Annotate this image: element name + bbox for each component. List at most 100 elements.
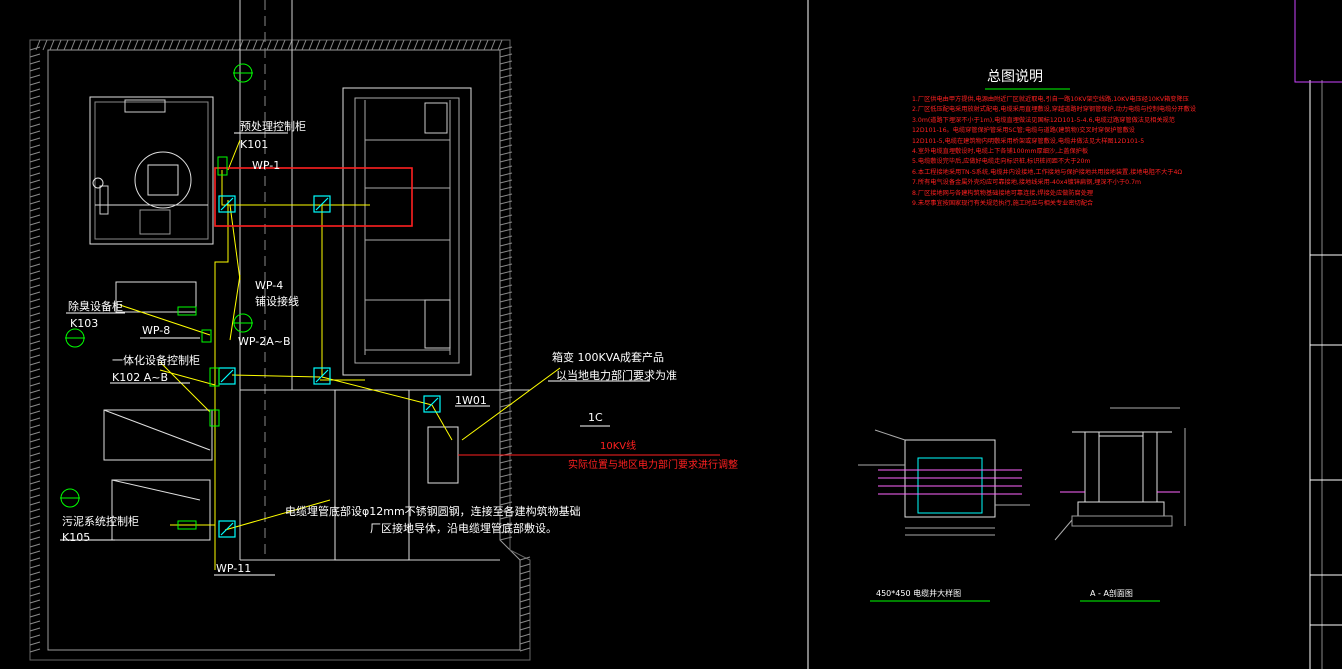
hatch-tick xyxy=(70,39,76,51)
hatch-tick xyxy=(434,39,440,51)
hatch-tick xyxy=(499,200,513,205)
note-line: 7.所有电气设备金属外壳均应可靠接地,接地线采用-40x4镀锌扁钢,埋深不小于0… xyxy=(912,179,1142,187)
hatch-tick xyxy=(392,39,398,51)
hatch-tick xyxy=(499,445,513,450)
note-line: 12D101-5,电缆在建筑物内明敷采用桥架或穿管敷设,电缆井做法见大样图12D… xyxy=(912,137,1145,145)
highlight xyxy=(214,167,720,456)
hatch-tick xyxy=(406,39,412,51)
wp2-label: WP-2A~B xyxy=(238,335,291,348)
hatch-tick xyxy=(499,228,513,233)
hatch-tick xyxy=(499,410,513,415)
hatch-tick xyxy=(29,144,41,149)
hatch-tick xyxy=(499,270,513,275)
hatch-tick xyxy=(29,592,41,597)
note-line: 1.厂区供电由甲方提供,电源由附近厂区就近取电,引自一路10KV架空线路,10K… xyxy=(912,96,1189,103)
hatch-tick xyxy=(49,39,55,51)
hatch-tick xyxy=(499,438,513,443)
hatch-tick xyxy=(29,277,41,282)
hatch-tick xyxy=(499,144,513,149)
hatch-tick xyxy=(490,39,496,51)
hatch-tick xyxy=(499,67,513,72)
hatch-tick xyxy=(29,613,41,618)
hatch-tick xyxy=(364,39,370,51)
hatch-tick xyxy=(29,284,41,289)
iw01-label: 1W01 xyxy=(455,394,487,407)
hatch-tick xyxy=(499,214,513,219)
hatch-tick xyxy=(427,39,433,51)
hatch-tick xyxy=(140,39,146,51)
hatch-tick xyxy=(29,46,41,51)
hatch-tick xyxy=(499,396,513,401)
hatch-tick xyxy=(519,556,531,561)
hatch-tick xyxy=(499,137,513,142)
hatch-tick xyxy=(519,640,531,645)
hatch-tick xyxy=(499,102,513,107)
ground-note-1: 电缆埋管底部设φ12mm不锈钢圆钢，连接至各建构筑物基础 xyxy=(285,505,581,518)
hatch-tick xyxy=(29,550,41,555)
hatch-tick xyxy=(29,305,41,310)
hatch-tick xyxy=(29,487,41,492)
line-10kv-note-label: 实际位置与地区电力部门要求进行调整 xyxy=(568,460,738,471)
hatch-tick xyxy=(29,249,41,254)
hatch-tick xyxy=(182,39,188,51)
hatch-tick xyxy=(29,123,41,128)
hatch-tick xyxy=(29,599,41,604)
hatch-tick xyxy=(499,123,513,128)
hatch-tick xyxy=(287,39,293,51)
hatch-tick xyxy=(29,543,41,548)
hatch-tick xyxy=(175,39,181,51)
hatch-tick xyxy=(29,508,41,513)
hatch-tick xyxy=(29,522,41,527)
hatch-tick xyxy=(519,563,531,568)
hatch-tick xyxy=(483,39,489,51)
detail1-caption: 450*450 电缆井大样图 xyxy=(876,589,962,598)
hatch-tick xyxy=(29,74,41,79)
hatch-tick xyxy=(499,529,513,534)
hatch-tick xyxy=(29,165,41,170)
hatch-tick xyxy=(29,270,41,275)
hatch-tick xyxy=(497,39,503,51)
hatch-tick xyxy=(499,473,513,478)
hatch-tick xyxy=(448,39,454,51)
k102-label: K102 A~B xyxy=(112,371,168,384)
hatch-tick xyxy=(29,326,41,331)
hatch-tick xyxy=(29,340,41,345)
hatch-tick xyxy=(29,494,41,499)
section-aa-detail xyxy=(1054,407,1186,602)
hatch-tick xyxy=(499,193,513,198)
hatch-tick xyxy=(499,459,513,464)
label-leaders xyxy=(60,132,650,576)
note-line: 3.0m(道路下埋深不小于1m),电缆直埋做法见国标12D101-5-4.6,电… xyxy=(912,116,1175,124)
hatch-tick xyxy=(499,326,513,331)
hatch-tick xyxy=(29,641,41,646)
hatch-tick xyxy=(499,291,513,296)
hatch-tick xyxy=(499,312,513,317)
hatch-tick xyxy=(29,137,41,142)
pretreatment-building xyxy=(89,96,214,245)
hatch-tick xyxy=(29,193,41,198)
hatch-tick xyxy=(499,284,513,289)
hatch-tick xyxy=(133,39,139,51)
hatch-tick xyxy=(499,46,513,51)
hatch-tick xyxy=(29,200,41,205)
hatch-tick xyxy=(322,39,328,51)
hatch-tick xyxy=(519,647,531,652)
general-notes-title: 总图说明 xyxy=(987,69,1043,85)
hatch-tick xyxy=(29,312,41,317)
hatch-tick xyxy=(29,501,41,506)
hatch-tick xyxy=(98,39,104,51)
hatch-tick xyxy=(77,39,83,51)
hatch-tick xyxy=(499,130,513,135)
cable-well-detail xyxy=(858,429,1030,602)
hatch-tick xyxy=(499,60,513,65)
hatch-tick xyxy=(29,102,41,107)
note-line: 2.厂区低压配电采用放射式配电,电缆采用直埋敷设,穿越道路时穿钢管保护,动力电缆… xyxy=(912,106,1197,114)
hatch-tick xyxy=(245,39,251,51)
hatch-tick xyxy=(29,88,41,93)
hatch-tick xyxy=(29,242,41,247)
hatch-tick xyxy=(29,172,41,177)
hatch-tick xyxy=(499,424,513,429)
hatch-tick xyxy=(499,515,513,520)
hatch-tick xyxy=(63,39,69,51)
hatch-tick xyxy=(29,648,41,653)
